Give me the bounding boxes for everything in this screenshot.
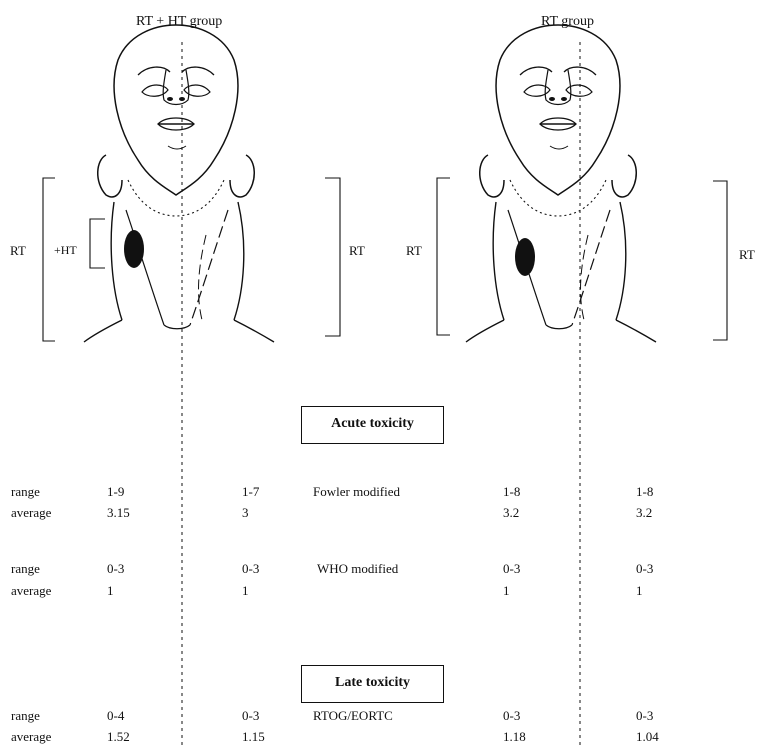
cell-value: 1-8 xyxy=(636,484,653,499)
rt-label-left-outer: RT xyxy=(10,243,26,258)
cell-value: 1.52 xyxy=(107,729,130,744)
row-label: average xyxy=(11,729,51,744)
cell-value: 0-3 xyxy=(636,708,653,723)
scale-name: Fowler modified xyxy=(313,484,400,499)
cell-value: 1-7 xyxy=(242,484,259,499)
rt-label-left-inner: RT xyxy=(349,243,365,258)
head-illustration-right xyxy=(466,25,656,342)
cell-value: 1 xyxy=(107,583,114,598)
row-label: average xyxy=(11,583,51,598)
row-label: range xyxy=(11,561,40,576)
group-title-rt-ht: RT + HT group xyxy=(136,14,222,29)
group-title-rt: RT group xyxy=(541,14,594,29)
cell-value: 0-4 xyxy=(107,708,124,723)
cell-value: 0-3 xyxy=(503,708,520,723)
tumor-mass-left xyxy=(124,230,144,268)
cell-value: 1.18 xyxy=(503,729,526,744)
cell-value: 0-3 xyxy=(242,561,259,576)
late-toxicity-heading: Late toxicity xyxy=(301,665,444,703)
cell-value: 3.15 xyxy=(107,505,130,520)
cell-value: 3.2 xyxy=(503,505,519,520)
rt-bracket-right-outer xyxy=(437,178,450,335)
rt-bracket-left-inner xyxy=(325,178,340,336)
scale-name: RTOG/EORTC xyxy=(313,708,393,723)
head-illustration-left xyxy=(84,25,274,342)
row-label: average xyxy=(11,505,51,520)
cell-value: 0-3 xyxy=(107,561,124,576)
ht-bracket-left xyxy=(90,219,105,268)
cell-value: 1 xyxy=(503,583,510,598)
cell-value: 1.04 xyxy=(636,729,659,744)
acute-toxicity-heading: Acute toxicity xyxy=(301,406,444,444)
cell-value: 1 xyxy=(242,583,249,598)
cell-value: 3.2 xyxy=(636,505,652,520)
cell-value: 0-3 xyxy=(503,561,520,576)
cell-value: 1 xyxy=(636,583,643,598)
scale-name: WHO modified xyxy=(317,561,398,576)
tumor-mass-right xyxy=(515,238,535,276)
cell-value: 1-8 xyxy=(503,484,520,499)
cell-value: 0-3 xyxy=(242,708,259,723)
rt-bracket-left-outer xyxy=(43,178,55,341)
cell-value: 3 xyxy=(242,505,249,520)
rt-label-right-outer: RT xyxy=(406,243,422,258)
cell-value: 1.15 xyxy=(242,729,265,744)
cell-value: 0-3 xyxy=(636,561,653,576)
ht-label: +HT xyxy=(54,243,77,258)
rt-label-right-inner: RT xyxy=(739,247,755,262)
row-label: range xyxy=(11,708,40,723)
rt-bracket-right-inner xyxy=(713,181,727,340)
row-label: range xyxy=(11,484,40,499)
cell-value: 1-9 xyxy=(107,484,124,499)
